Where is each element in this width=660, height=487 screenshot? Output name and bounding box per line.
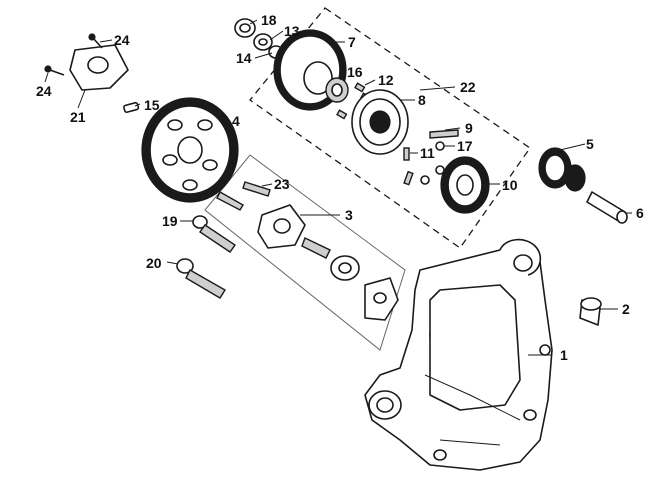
callout-9: 9 (465, 120, 473, 136)
part-6-shaft (586, 191, 628, 224)
callout-10: 10 (502, 177, 518, 193)
callout-18: 18 (261, 12, 277, 28)
callout-14: 14 (236, 50, 252, 66)
part-19-bolt (192, 215, 236, 253)
callout-8: 8 (418, 92, 426, 108)
callout-22: 22 (460, 79, 476, 95)
callout-23: 23 (274, 176, 290, 192)
part-8-clutch (351, 89, 409, 155)
part-11-pins (403, 147, 414, 186)
part-20-bolt (176, 258, 226, 299)
part-4-large-gear (141, 97, 239, 203)
callout-16: 16 (347, 64, 363, 80)
callout-24-left: 24 (36, 83, 52, 99)
part-13-washer (253, 33, 273, 51)
part-9-spring (429, 129, 459, 139)
callout-19: 19 (162, 213, 178, 229)
part-18-seal (234, 18, 256, 38)
callout-5: 5 (586, 136, 594, 152)
part-15-pin (123, 101, 140, 114)
part-10-gear (440, 156, 490, 214)
leader-lines (44, 19, 632, 356)
part-21-plate (69, 44, 129, 91)
part-5-idle-gear (538, 147, 586, 192)
callout-7: 7 (348, 34, 356, 50)
callout-labels: 1 2 3 4 5 6 7 8 9 10 11 12 13 14 15 16 1… (36, 12, 644, 363)
callout-13: 13 (284, 23, 300, 39)
callout-1: 1 (560, 347, 568, 363)
callout-15: 15 (144, 97, 160, 113)
callout-24-top: 24 (114, 32, 130, 48)
part-16-bearing (325, 77, 349, 103)
part-3-oil-pump (257, 204, 399, 321)
callout-12: 12 (378, 72, 394, 88)
part-23-screws (216, 181, 271, 211)
callout-2: 2 (622, 301, 630, 317)
callout-4: 4 (232, 113, 240, 129)
callout-6: 6 (636, 205, 644, 221)
callout-21: 21 (70, 109, 86, 125)
part-24-bolts (44, 33, 103, 76)
callout-11: 11 (420, 145, 435, 161)
callout-20: 20 (146, 255, 162, 271)
callout-3: 3 (345, 207, 353, 223)
part-17-rollers (420, 141, 445, 185)
part-1-crankcase (364, 238, 553, 471)
callout-17: 17 (457, 138, 473, 154)
part-7-gear (273, 29, 347, 111)
part-2-bushing (579, 297, 602, 326)
group-3-box (204, 154, 406, 351)
